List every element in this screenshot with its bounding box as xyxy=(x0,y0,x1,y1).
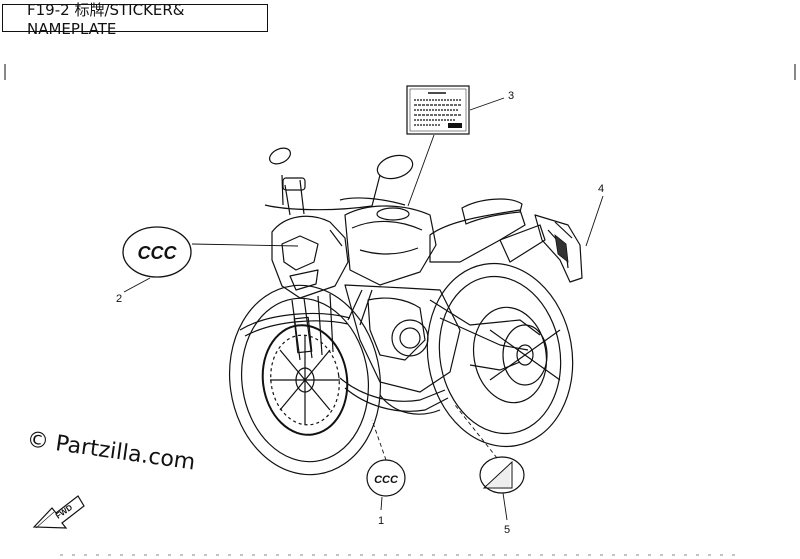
diagram-title: F19-2 标牌/STICKER& NAMEPLATE xyxy=(2,1,268,38)
reflector-sticker xyxy=(479,456,525,494)
leader-lines xyxy=(123,97,604,521)
leader-1 xyxy=(380,496,383,511)
leader-1-up xyxy=(371,419,387,461)
ccc-label: CCC xyxy=(138,243,178,263)
fwd-arrow: FWD xyxy=(32,495,85,529)
leader-3 xyxy=(407,134,435,207)
diagram-title-text: F19-2 标牌/STICKER& NAMEPLATE xyxy=(27,0,185,38)
front-fork xyxy=(239,293,351,361)
callout-5: 5 xyxy=(504,524,510,536)
callout-2: 2 xyxy=(116,293,122,305)
leader-5 xyxy=(502,492,508,521)
motorcycle-illustration xyxy=(228,147,583,476)
headlight-cowl xyxy=(271,215,349,299)
handlebar-assembly xyxy=(264,147,414,216)
ccc-sticker-headlight: CCC xyxy=(122,226,192,278)
warning-label-sticker xyxy=(406,85,470,135)
leader-3-num xyxy=(469,97,505,111)
leader-2-right xyxy=(191,243,299,247)
callout-1: 1 xyxy=(378,515,384,527)
ccc-sticker-lower: CCC xyxy=(366,459,406,497)
leader-2-down xyxy=(123,277,151,293)
ccc-label-small: CCC xyxy=(374,474,399,486)
seat-tail xyxy=(429,198,546,263)
callout-4: 4 xyxy=(598,183,604,195)
leader-4 xyxy=(585,195,604,247)
watermark-text: © Partzilla.com xyxy=(25,427,197,475)
front-wheel xyxy=(228,284,382,476)
fwd-label: FWD xyxy=(54,503,74,521)
engine-frame xyxy=(339,284,541,415)
rear-fender-sticker xyxy=(554,234,569,263)
rear-wheel xyxy=(426,262,574,448)
callout-3: 3 xyxy=(508,90,514,102)
fuel-tank xyxy=(344,205,437,286)
leader-5-up xyxy=(454,404,498,459)
